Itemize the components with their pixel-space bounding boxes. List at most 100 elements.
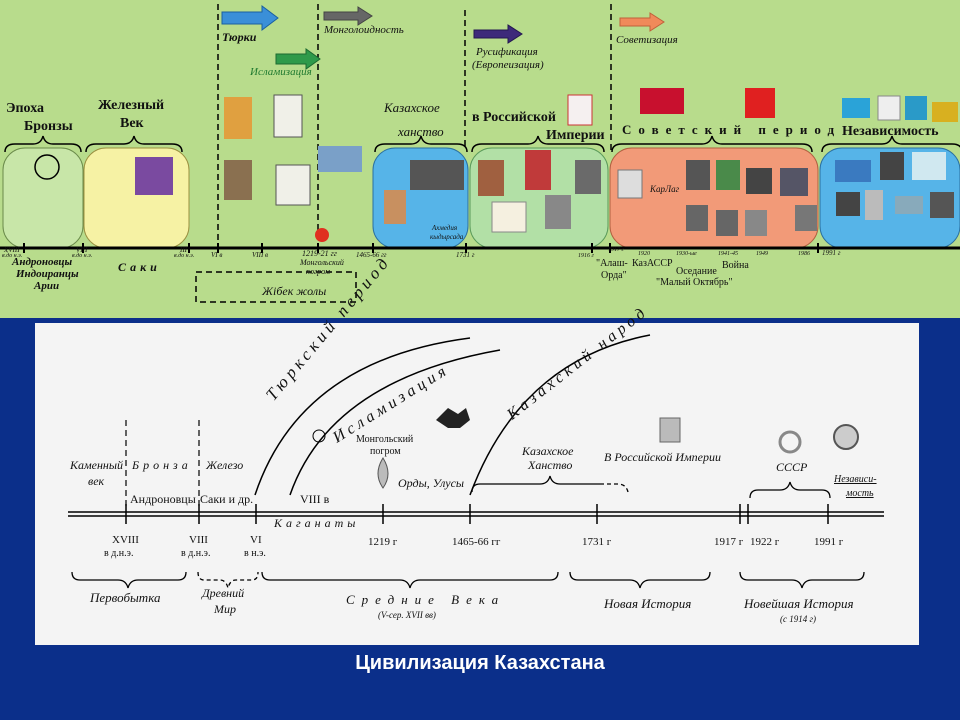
russification-label: Русификация	[476, 46, 538, 58]
independence-brace	[821, 135, 960, 153]
date-1219: 1219 г	[368, 536, 398, 548]
mongol-label-1: Монгольский	[300, 258, 344, 267]
russian-title-2: Империи	[546, 128, 605, 143]
top-date-1916: 1916 г	[578, 253, 594, 259]
kazassr-label: КазАССР	[632, 258, 673, 269]
top-date-1941: 1941-45	[718, 251, 738, 257]
photo-placeholder	[135, 157, 173, 195]
small-october-label: "Малый Октябрь"	[656, 277, 733, 288]
top-date-1465: 1465-66 гг	[356, 251, 387, 259]
photo-placeholder	[745, 88, 775, 118]
photo-placeholder	[567, 94, 593, 126]
top-date-iii-sub: в.до н.э.	[174, 253, 195, 259]
ussr-label: СССР	[776, 460, 808, 474]
soviet-title: Советский период	[622, 122, 842, 137]
iron-era-title-1: Железный	[98, 98, 165, 113]
russian-empire-label: В Российской Империи	[604, 450, 722, 464]
date-xviii-sub: в д.н.э.	[104, 548, 134, 559]
war-label: Война	[722, 260, 749, 271]
andronovo-label-1: Андроновцы	[12, 256, 73, 268]
photo-placeholder	[384, 190, 406, 224]
date-vi-sub: в н.э.	[244, 548, 266, 559]
photo-placeholder	[686, 160, 710, 190]
photo-placeholder	[410, 160, 464, 190]
turks-arrow	[221, 5, 279, 31]
photo-placeholder	[640, 88, 684, 114]
photo-placeholder	[491, 201, 527, 233]
islam-arrow	[275, 48, 321, 70]
photo-placeholder	[275, 164, 311, 206]
sovietization-arrow	[619, 12, 665, 32]
photo-placeholder	[912, 152, 946, 180]
russian-title-1: в Российской	[472, 110, 556, 125]
photo-placeholder	[865, 190, 883, 220]
russian-brace	[471, 135, 605, 153]
top-graphics	[0, 4, 960, 303]
sovietization-label: Советизация	[616, 34, 678, 46]
photo-placeholder	[895, 196, 923, 214]
photo-placeholder	[716, 160, 740, 190]
alash-label-1: "Алаш-	[596, 258, 628, 269]
photo-placeholder	[835, 160, 871, 182]
bronze-block	[2, 147, 84, 249]
middle-ages-label: Средние Века	[346, 592, 506, 607]
top-date-1920: 1920	[638, 251, 650, 257]
khanate-bottom-label-1: Казахское	[522, 444, 574, 458]
photo-placeholder	[836, 192, 860, 216]
photo-placeholder	[905, 96, 927, 120]
date-1731: 1731 г	[582, 536, 612, 548]
date-vi: VI	[250, 534, 262, 546]
ablai-label-1: Ахмедия	[432, 224, 458, 232]
khanate-title-2: ханство	[398, 124, 444, 139]
top-date-1917: 1917 г	[608, 247, 624, 253]
iron-brace	[85, 135, 183, 153]
new-history-label: Новая История	[604, 596, 692, 611]
kaganates-label: Каганаты	[274, 516, 360, 530]
top-illustrations	[34, 88, 958, 242]
ancient-period-label-2: Мир	[214, 602, 236, 616]
bronze-era-title-1: Эпоха	[6, 101, 45, 116]
photo-placeholder	[842, 98, 870, 118]
primitive-period-label: Первобытка	[90, 590, 161, 605]
mongol-date: 1219-21 гг	[302, 249, 337, 258]
andronovo-label-2: Индоиранцы	[16, 268, 79, 280]
photo-placeholder	[273, 94, 303, 138]
andronovo-bottom-label: Андроновцы	[130, 492, 196, 506]
photo-placeholder	[686, 205, 708, 231]
saki-label: Саки	[118, 260, 161, 274]
newest-history-sub-label: (с 1914 г)	[780, 614, 816, 624]
independence-bottom-label-1: Независи-	[834, 474, 877, 485]
top-date-1731: 1731 г	[456, 251, 475, 259]
photo-placeholder	[880, 152, 904, 180]
page-caption: Цивилизация Казахстана	[355, 652, 605, 674]
khanate-brace	[374, 135, 468, 153]
date-viii: VIII	[189, 534, 208, 546]
independence-title: Независимость	[842, 124, 939, 139]
sedentary-label: Оседание	[676, 266, 717, 277]
top-date-viii: VIII	[76, 246, 88, 254]
date-viii-sub: в д.н.э.	[181, 548, 211, 559]
top-timeline-ticks	[23, 243, 819, 253]
top-date-viii-sub: в.до н.э.	[72, 253, 93, 259]
bronze-era-title-2: Бронзы	[24, 119, 73, 134]
sun-symbol	[34, 154, 60, 180]
photo-placeholder	[545, 195, 571, 229]
turks-label: Тюрки	[222, 30, 257, 44]
ablai-label-2: кыдырсада	[430, 233, 464, 241]
top-date-1986: 1986	[798, 251, 810, 257]
photo-placeholder	[478, 160, 504, 196]
top-date-iii: III	[180, 246, 187, 254]
photo-placeholder	[575, 160, 601, 194]
photo-placeholder	[780, 168, 808, 196]
viii-century-label: VIII в	[300, 492, 330, 506]
date-1922: 1922 г	[750, 536, 780, 548]
bronze-brace	[4, 135, 82, 153]
khanate-bottom-label-2: Ханство	[528, 458, 573, 472]
andronovo-label-3: Арии	[34, 280, 60, 292]
islam-label: Исламизация	[250, 66, 312, 78]
photo-placeholder	[795, 205, 817, 231]
silk-road-label: Жібек жолы	[262, 284, 327, 298]
top-date-1991: 1991 г	[822, 249, 841, 257]
soviet-brace	[611, 135, 813, 153]
silk-road-box	[195, 271, 357, 303]
